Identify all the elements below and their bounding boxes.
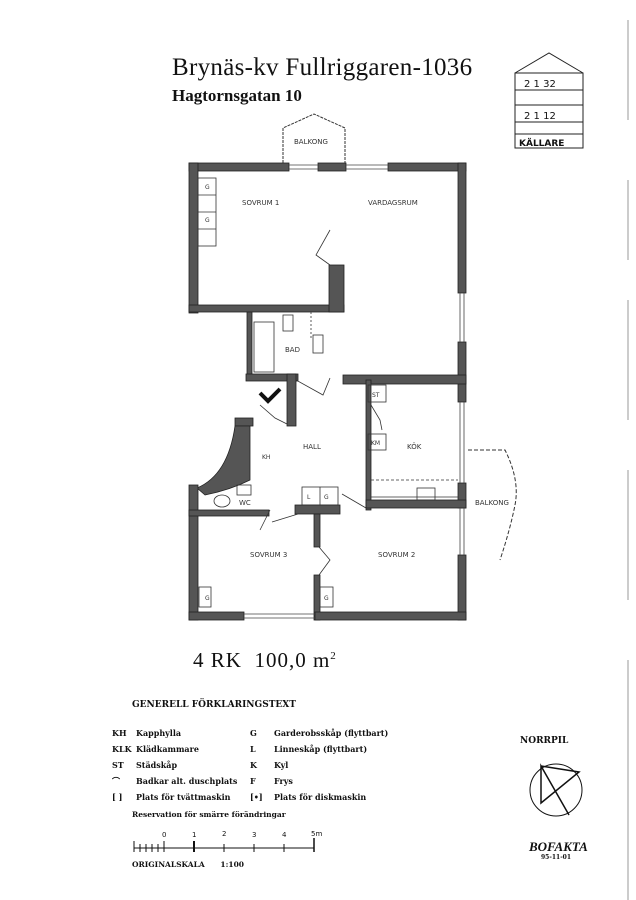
room-label-sovrum2: SOVRUM 2 <box>378 551 415 559</box>
scale-ratio: 1:100 <box>220 860 245 869</box>
legend-item: G Garderobsskåp (flyttbart) <box>250 728 388 738</box>
legend-label: Garderobsskåp (flyttbart) <box>274 728 389 738</box>
bathtub-icon: ⌒ <box>112 776 120 786</box>
legend-item: [•] Plats för diskmaskin <box>250 792 366 802</box>
scale-tick: 3 <box>252 831 256 839</box>
fixture-label: G <box>324 494 329 501</box>
scale-tick: 1 <box>192 831 196 839</box>
fixture-label: G <box>205 595 210 602</box>
legend-item: KLK Klädkammare <box>112 744 199 754</box>
fixture-label: G <box>205 217 210 224</box>
reservation-note: Reservation för smärre förändringar <box>132 810 286 819</box>
scale-label-text: ORIGINALSKALA <box>132 860 205 869</box>
legend-code: G <box>250 728 257 738</box>
balcony-top <box>282 113 346 163</box>
legend-item: F Frys <box>250 776 293 786</box>
room-label-sovrum1: SOVRUM 1 <box>242 199 279 207</box>
room-label-bad: BAD <box>285 346 300 354</box>
brand-logo: BOFAKTA <box>529 839 588 854</box>
legend-label: Kapphylla <box>136 728 182 738</box>
room-label-wc: WC <box>239 499 251 507</box>
legend-item: K Kyl <box>250 760 288 770</box>
legend-code: F <box>250 776 256 786</box>
fixture-label: L <box>307 494 311 501</box>
balcony-right <box>468 449 517 561</box>
washer-space-icon: [ ] <box>112 792 123 802</box>
floor-label: 2 1 12 <box>524 111 556 122</box>
room-label-balkong: BALKONG <box>294 138 328 146</box>
room-label-balkong: BALKONG <box>475 499 509 507</box>
scale-bar <box>133 838 315 852</box>
scale-tick: 2 <box>222 830 226 838</box>
area-value: 100,0 m <box>254 648 331 672</box>
north-arrow-icon <box>529 763 583 817</box>
brand-date: 95-11-01 <box>541 854 572 861</box>
legend-item: ST Städskåp <box>112 760 177 770</box>
legend-label: Frys <box>274 776 293 786</box>
dishwasher-space-icon: [•] <box>250 792 263 802</box>
building-section-diagram <box>514 52 584 149</box>
room-label-sovrum3: SOVRUM 3 <box>250 551 287 559</box>
legend-item: L Linneskåp (flyttbart) <box>250 744 367 754</box>
legend-label: Plats för tvättmaskin <box>136 792 231 802</box>
legend-code: KH <box>112 728 127 738</box>
walls <box>188 162 467 621</box>
scale-ticks: 0 1 2 3 4 5m <box>162 830 322 839</box>
fixture-label: KH <box>262 454 270 461</box>
scale-tick: 0 <box>162 831 166 839</box>
room-label-vardagsrum: VARDAGSRUM <box>368 199 418 207</box>
fixture-label: ST <box>372 392 380 399</box>
rooms-type: 4 RK <box>193 648 242 672</box>
legend-label: Kyl <box>274 760 289 770</box>
address: Hagtornsgatan 10 <box>172 86 302 105</box>
scale-tick: 5m <box>311 830 322 838</box>
legend-code: ST <box>112 760 124 770</box>
legend-item: KH Kapphylla <box>112 728 181 738</box>
legend-label: Badkar alt. duschplats <box>136 776 238 786</box>
legend-code: KLK <box>112 744 132 754</box>
windows <box>244 164 465 619</box>
floor-label: 2 1 32 <box>524 79 556 90</box>
north-arrow-label: NORRPIL <box>520 736 569 746</box>
legend-item: [ ] Plats för tvättmaskin <box>112 792 230 802</box>
legend-label: Klädkammare <box>136 744 199 754</box>
apartment-summary: 4 RK 100,0 m2 <box>193 648 337 673</box>
fixture-label: KM <box>371 440 380 447</box>
legend-item: ⌒ Badkar alt. duschplats <box>112 776 237 787</box>
legend-title: GENERELL FÖRKLARINGSTEXT <box>132 700 296 710</box>
page-title: Brynäs-kv Fullriggaren-1036 <box>172 54 473 81</box>
doors-and-fixtures <box>197 177 458 608</box>
legend-label: Plats för diskmaskin <box>274 792 367 802</box>
basement-label: KÄLLARE <box>519 138 564 149</box>
area-unit-sup: 2 <box>330 650 337 662</box>
room-label-hall: HALL <box>303 443 321 451</box>
entrance-arrow-icon <box>258 387 282 404</box>
legend-label: Städskåp <box>136 760 178 770</box>
legend-label: Linneskåp (flyttbart) <box>274 744 368 754</box>
scale-label: ORIGINALSKALA 1:100 <box>132 860 244 869</box>
fixture-label: G <box>205 184 210 191</box>
legend-code: L <box>250 744 256 754</box>
scale-tick: 4 <box>282 831 287 839</box>
legend-code: K <box>250 760 257 770</box>
fixture-label: G <box>324 595 329 602</box>
room-label-kok: KÖK <box>407 442 422 451</box>
